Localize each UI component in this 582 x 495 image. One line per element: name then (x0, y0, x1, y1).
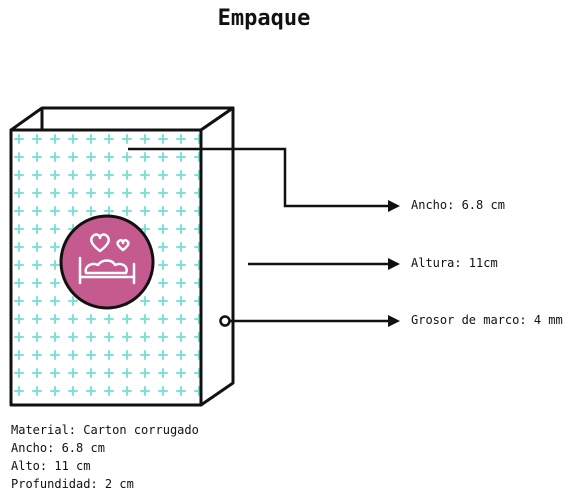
thickness-marker (219, 315, 231, 327)
height-arrowhead (388, 258, 400, 270)
thickness-arrowhead (388, 315, 400, 327)
arrowheads (388, 200, 400, 327)
thickness-callout-label: Grosor de marco: 4 mm (411, 313, 563, 327)
width-callout-line (128, 147, 392, 208)
height-callout-label: Altura: 11cm (411, 256, 498, 270)
spec-width: Ancho: 6.8 cm (11, 441, 105, 455)
badge-circle (59, 214, 155, 310)
hearts-icon (90, 233, 130, 253)
diagram-title: Empaque (217, 6, 311, 31)
spec-depth: Profundidad: 2 cm (11, 477, 134, 491)
width-arrowhead (388, 200, 400, 212)
spec-material: Material: Carton corrugado (11, 423, 199, 437)
badge (59, 214, 155, 310)
bed-icon (78, 256, 136, 285)
specs-list: Material: Carton corrugado Ancho: 6.8 cm… (11, 421, 199, 493)
spec-height: Alto: 11 cm (11, 459, 91, 473)
callout-lines (128, 147, 392, 323)
box-side-face (199, 106, 235, 407)
width-callout-label: Ancho: 6.8 cm (411, 198, 505, 212)
box-top-face (9, 106, 235, 132)
